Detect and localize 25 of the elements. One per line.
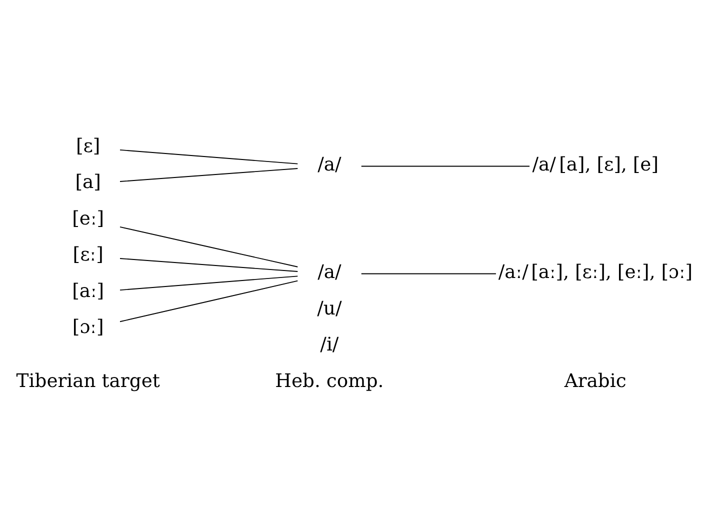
connector (120, 168, 298, 182)
node-text: [ɛː] (72, 244, 104, 266)
label: Arabic (564, 370, 626, 392)
node-text: /a/ (532, 154, 556, 176)
node-text: [ɔː] (72, 317, 104, 338)
label: Tiberian target (16, 370, 160, 392)
node-text: [aː] (72, 280, 104, 302)
connector (120, 149, 298, 164)
node-label: [aː], [ɛː], [eː], [ɔː] (531, 262, 693, 284)
node-text: /a/ (318, 154, 342, 176)
node-text: /a/ (318, 262, 342, 284)
node-text: [a] (75, 172, 101, 194)
node-text: /aː/ (498, 262, 528, 284)
label: /i/ (320, 334, 339, 356)
node-label: [a], [ɛ], [e] (559, 154, 659, 176)
connector (120, 226, 298, 268)
connector (120, 276, 298, 291)
connector (120, 258, 298, 272)
label: /u/ (317, 298, 342, 320)
node-text: [ɛ] (76, 136, 100, 157)
connector (360, 166, 530, 167)
connector (360, 273, 496, 274)
label: Heb. comp. (275, 370, 384, 392)
node-text: [eː] (72, 208, 104, 230)
connector (120, 280, 298, 322)
